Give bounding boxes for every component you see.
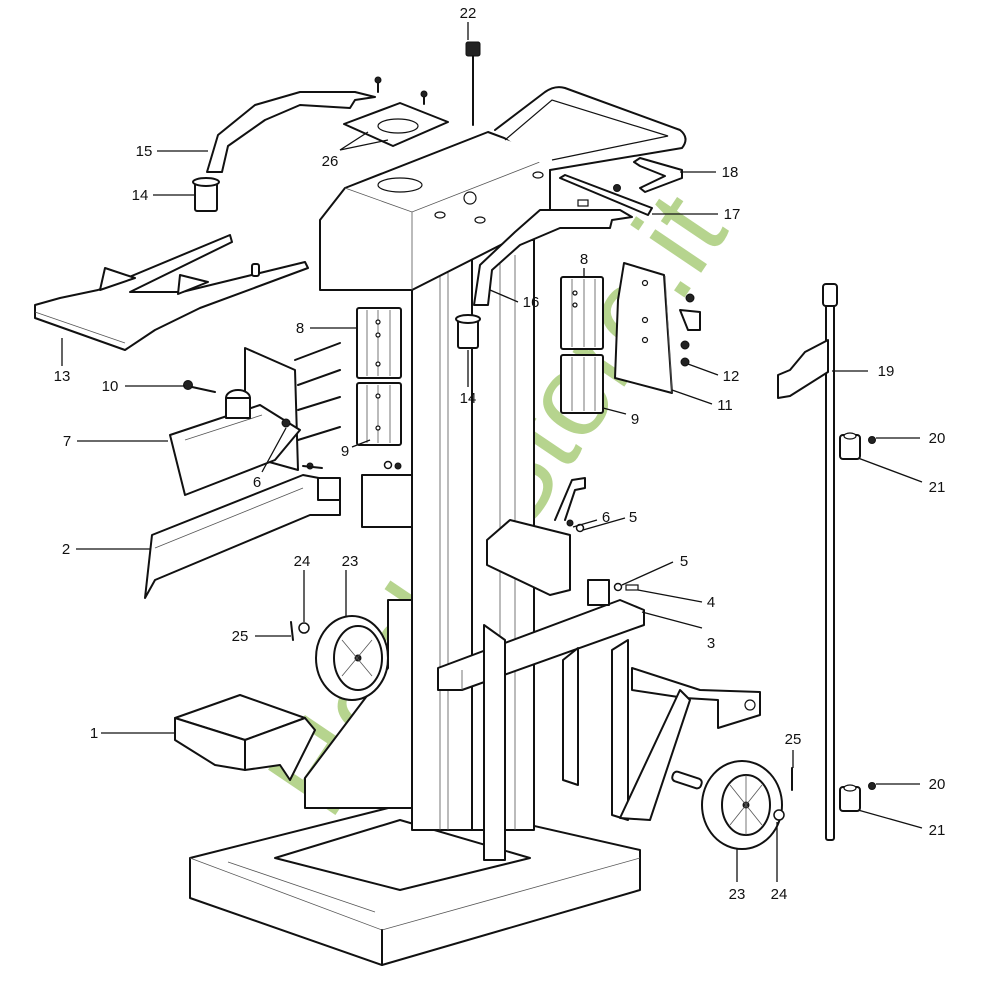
top-head: [319, 131, 551, 291]
callout-1: 1: [90, 725, 98, 742]
part-23-wheel-right: [701, 760, 783, 850]
callout-2: 2: [62, 541, 70, 558]
part-14-sleeve-right: [455, 314, 481, 349]
callout-23-right: 23: [729, 886, 746, 903]
wedge-guides: [483, 624, 629, 861]
leader-lines: [61, 22, 923, 882]
part-8-slide-right: [560, 276, 604, 350]
callout-11: 11: [717, 397, 733, 414]
callout-21-lower: 21: [929, 822, 946, 839]
part-15-lever: [206, 91, 376, 173]
callout-20-upper: 20: [929, 430, 946, 447]
callout-17: 17: [724, 206, 741, 223]
callout-3: 3: [707, 635, 715, 652]
callout-22: 22: [460, 5, 477, 22]
callout-8-left: 8: [296, 320, 304, 337]
part-9-slide-right: [560, 354, 604, 414]
part-19-rod: [777, 283, 838, 841]
part-26-plate: [343, 76, 449, 147]
part-20-wingnuts: [868, 436, 876, 790]
part-7-bracket: [169, 342, 341, 496]
callout-24-left: 24: [294, 553, 311, 570]
callout-23-left: 23: [342, 553, 359, 570]
axle-frame: [619, 667, 761, 821]
callout-15: 15: [136, 143, 153, 160]
callout-14-left: 14: [132, 187, 149, 204]
callout-9-left: 9: [341, 443, 349, 460]
part-17-bar: [559, 174, 653, 216]
callout-6-right: 6: [602, 509, 610, 526]
callout-4: 4: [707, 594, 715, 611]
part-1-foot-plate: [174, 694, 316, 781]
callout-25-right: 25: [785, 731, 802, 748]
callout-26: 26: [322, 153, 339, 170]
column-clamp-left: [361, 460, 413, 528]
callout-19: 19: [878, 363, 895, 380]
part-21-sleeve-upper: [839, 432, 861, 460]
part-22-dipstick: [465, 41, 481, 126]
part-23-wheel-left: [315, 615, 389, 701]
callout-12: 12: [723, 368, 740, 385]
part-8-slide-left: [356, 307, 402, 379]
part-24-washers: [298, 622, 785, 821]
part-16-lever: [473, 209, 633, 306]
callout-21-upper: 21: [929, 479, 946, 496]
part-2-support-bar: [144, 462, 341, 599]
callout-20-lower: 20: [929, 776, 946, 793]
callout-9-right: 9: [631, 411, 639, 428]
part-13-tray: [34, 234, 309, 351]
column-clamp-right: [486, 477, 586, 596]
part-9-slide-left: [356, 382, 402, 446]
part-14-sleeve-left: [192, 177, 220, 212]
callout-8-right: 8: [580, 251, 588, 268]
callout-18: 18: [722, 164, 739, 181]
callout-5-right-upper: 5: [629, 509, 637, 526]
callout-13: 13: [54, 368, 71, 385]
callout-7: 7: [63, 433, 71, 450]
callout-5-right-lower: 5: [680, 553, 688, 570]
part-25-cotter-pins: [290, 621, 793, 791]
handle-loop: [494, 86, 687, 171]
callout-14-right: 14: [460, 390, 477, 407]
part-18-bracket: [633, 157, 683, 193]
callout-24-right: 24: [771, 886, 788, 903]
part-21-sleeve-lower: [839, 784, 861, 812]
callout-10: 10: [102, 378, 119, 395]
part-11-wedge-plate: [614, 262, 701, 394]
callout-6-left: 6: [253, 474, 261, 491]
callout-16: 16: [523, 294, 540, 311]
callout-25-left: 25: [232, 628, 249, 645]
part-10-bolt: [183, 380, 216, 393]
callout-labels: 22 26 15 14 13 10 8 7 6 9 2 24 23 25 1 1…: [54, 5, 946, 903]
